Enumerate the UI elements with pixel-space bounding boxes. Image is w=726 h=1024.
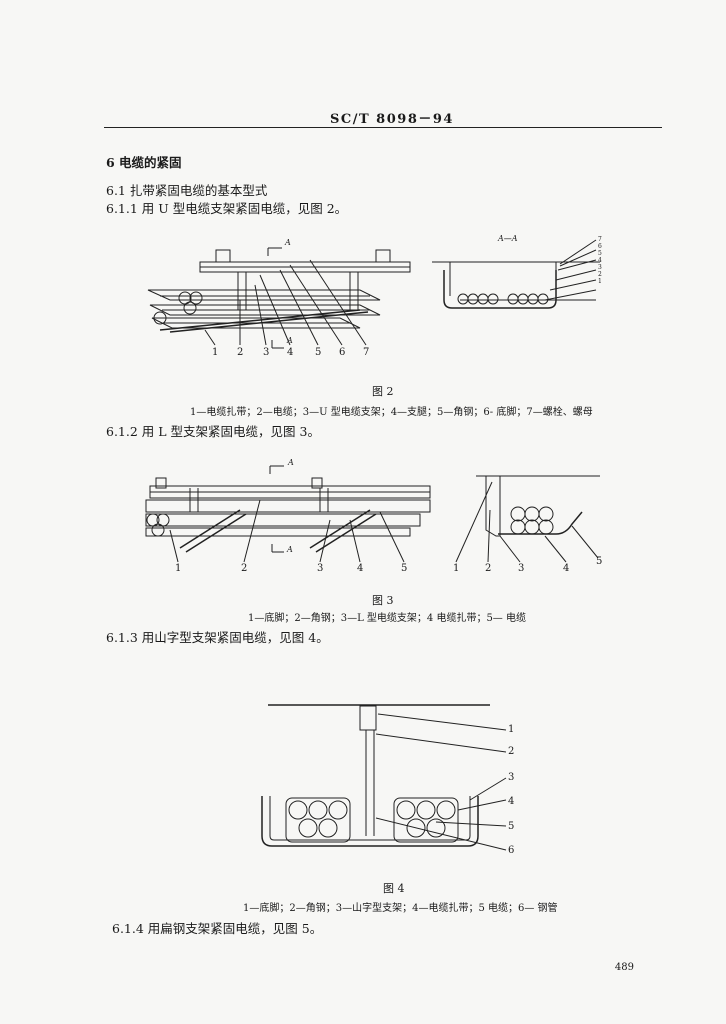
fig2-label-5: 5	[315, 347, 322, 358]
section-title: 6 电缆的紧固	[106, 155, 182, 170]
fig4-label-5: 5	[508, 821, 515, 832]
fig3-section-label-2: 2	[485, 563, 492, 574]
fig3-section-label-3: 3	[518, 563, 525, 574]
fig2-label-7: 7	[363, 347, 370, 358]
para-6-1-2: 6.1.2 用 L 型支架紧固电缆，见图 3。	[106, 424, 320, 439]
fig4-label-1: 1	[508, 724, 515, 735]
fig3-label-3: 3	[317, 563, 324, 574]
fig3-section-label-4: 4	[563, 563, 570, 574]
fig3-title: 图 3	[372, 594, 394, 607]
fig4-caption: 1—底脚；2—角钢；3—山字型支架；4—电缆扎带；5 电缆；6— 钢管	[243, 903, 558, 914]
fig3-section-label-1: 1	[453, 563, 460, 574]
fig2-title: 图 2	[372, 385, 394, 398]
fig3-section-mark-top: A	[288, 458, 294, 467]
fig4-label-2: 2	[508, 746, 515, 757]
para-6-1-4: 6.1.4 用扁钢支架紧固电缆，见图 5。	[112, 921, 323, 936]
fig2-caption: 1—电缆扎带；2—电缆；3—U 型电缆支架；4—支腿；5—角钢；6- 底脚；7—…	[190, 407, 593, 418]
fig4-title: 图 4	[383, 882, 405, 895]
fig3-label-1: 1	[175, 563, 182, 574]
fig2-label-3: 3	[263, 347, 270, 358]
standard-code: SC/T 8098－94	[330, 112, 454, 127]
fig3-section-view	[455, 475, 600, 563]
fig3-label-5: 5	[401, 563, 408, 574]
para-6-1-1: 6.1.1 用 U 型电缆支架紧固电缆，见图 2。	[106, 201, 348, 216]
fig2-section-mark-top: A	[285, 238, 291, 247]
fig2-section-labels: 7 6 5 4 3 2 1	[598, 236, 602, 285]
fig4-label-4: 4	[508, 796, 515, 807]
fig4-label-6: 6	[508, 845, 515, 856]
fig3-label-4: 4	[357, 563, 364, 574]
fig2-section-title: A—A	[498, 234, 518, 243]
fig2-label-1: 1	[212, 347, 219, 358]
fig4-section-view	[261, 704, 507, 851]
fig2-perspective-view	[147, 247, 411, 349]
fig2-label-6: 6	[339, 347, 346, 358]
fig2-label-2: 2	[237, 347, 244, 358]
fig2-label-4: 4	[287, 347, 294, 358]
page-number: 489	[614, 962, 634, 973]
fig3-label-2: 2	[241, 563, 248, 574]
fig3-caption: 1—底脚；2—角钢；3—L 型电缆支架；4 电缆扎带；5— 电缆	[248, 613, 526, 624]
para-6-1-3: 6.1.3 用山字型支架紧固电缆，见图 4。	[106, 630, 329, 645]
header-rule	[104, 127, 662, 128]
fig3-perspective-view	[145, 465, 431, 563]
fig3-section-mark-bottom: A	[287, 545, 293, 554]
fig3-section-label-5: 5	[596, 556, 603, 567]
fig4-label-3: 3	[508, 772, 515, 783]
subsection-6-1: 6.1 扎带紧固电缆的基本型式	[106, 183, 268, 198]
fig2-section-view	[432, 239, 600, 309]
fig2-section-mark-bottom: A	[287, 336, 293, 345]
